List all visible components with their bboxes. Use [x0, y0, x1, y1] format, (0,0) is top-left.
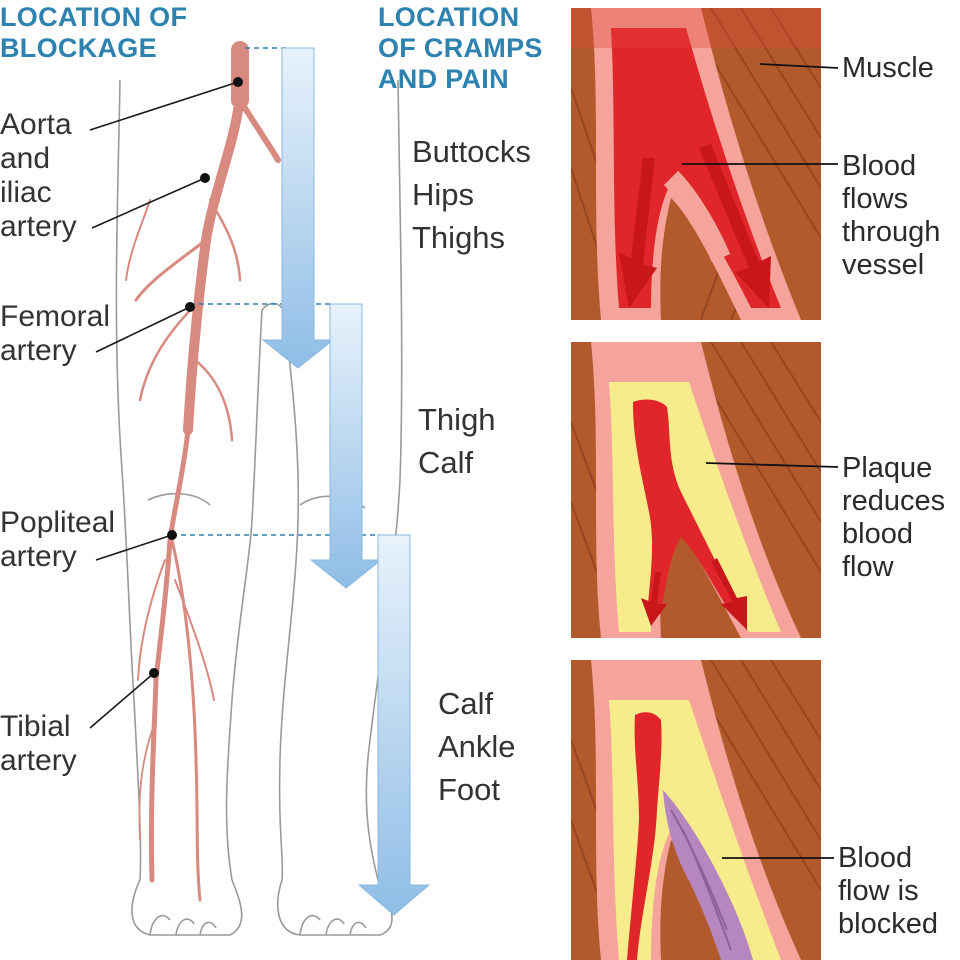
panel-blocked — [571, 660, 821, 960]
header-cramps: LOCATION OF CRAMPS AND PAIN — [378, 2, 543, 94]
aorta-point — [233, 77, 243, 87]
pain-arrow-upper — [261, 47, 335, 369]
label-aorta-iliac: Aorta and iliac artery — [0, 108, 77, 243]
label-popliteal: Popliteal artery — [0, 506, 116, 573]
label-plaque-reduces: Plaque reduces blood flow — [842, 452, 946, 583]
pain-arrow-middle — [309, 303, 383, 589]
pain-group-upper: Buttocks Hips Thighs — [412, 134, 531, 255]
label-tibial: Tibial artery — [0, 710, 77, 777]
pain-group-middle: Thigh Calf — [418, 402, 496, 480]
iliac-point — [200, 173, 210, 183]
tibial-point — [149, 668, 159, 678]
label-blood-blocked: Blood flow is blocked — [838, 842, 938, 940]
leg-illustration — [89, 41, 431, 936]
panel-plaque — [571, 342, 821, 638]
plaque-vessel-illustration — [571, 342, 821, 638]
pain-arrow-lower — [357, 534, 431, 916]
artery-tree — [125, 41, 281, 902]
panel-normal-flow — [571, 8, 821, 320]
pain-group-lower: Calf Ankle Foot — [438, 686, 516, 807]
popliteal-point — [167, 530, 177, 540]
blocked-vessel-illustration — [571, 660, 821, 960]
normal-vessel-illustration — [571, 8, 821, 320]
femoral-point — [185, 302, 195, 312]
label-muscle: Muscle — [842, 52, 934, 84]
header-blockage: LOCATION OF BLOCKAGE — [0, 2, 188, 63]
artery-leaders — [89, 81, 239, 729]
label-blood-flows: Blood flows through vessel — [842, 150, 941, 281]
label-femoral: Femoral artery — [0, 300, 111, 367]
